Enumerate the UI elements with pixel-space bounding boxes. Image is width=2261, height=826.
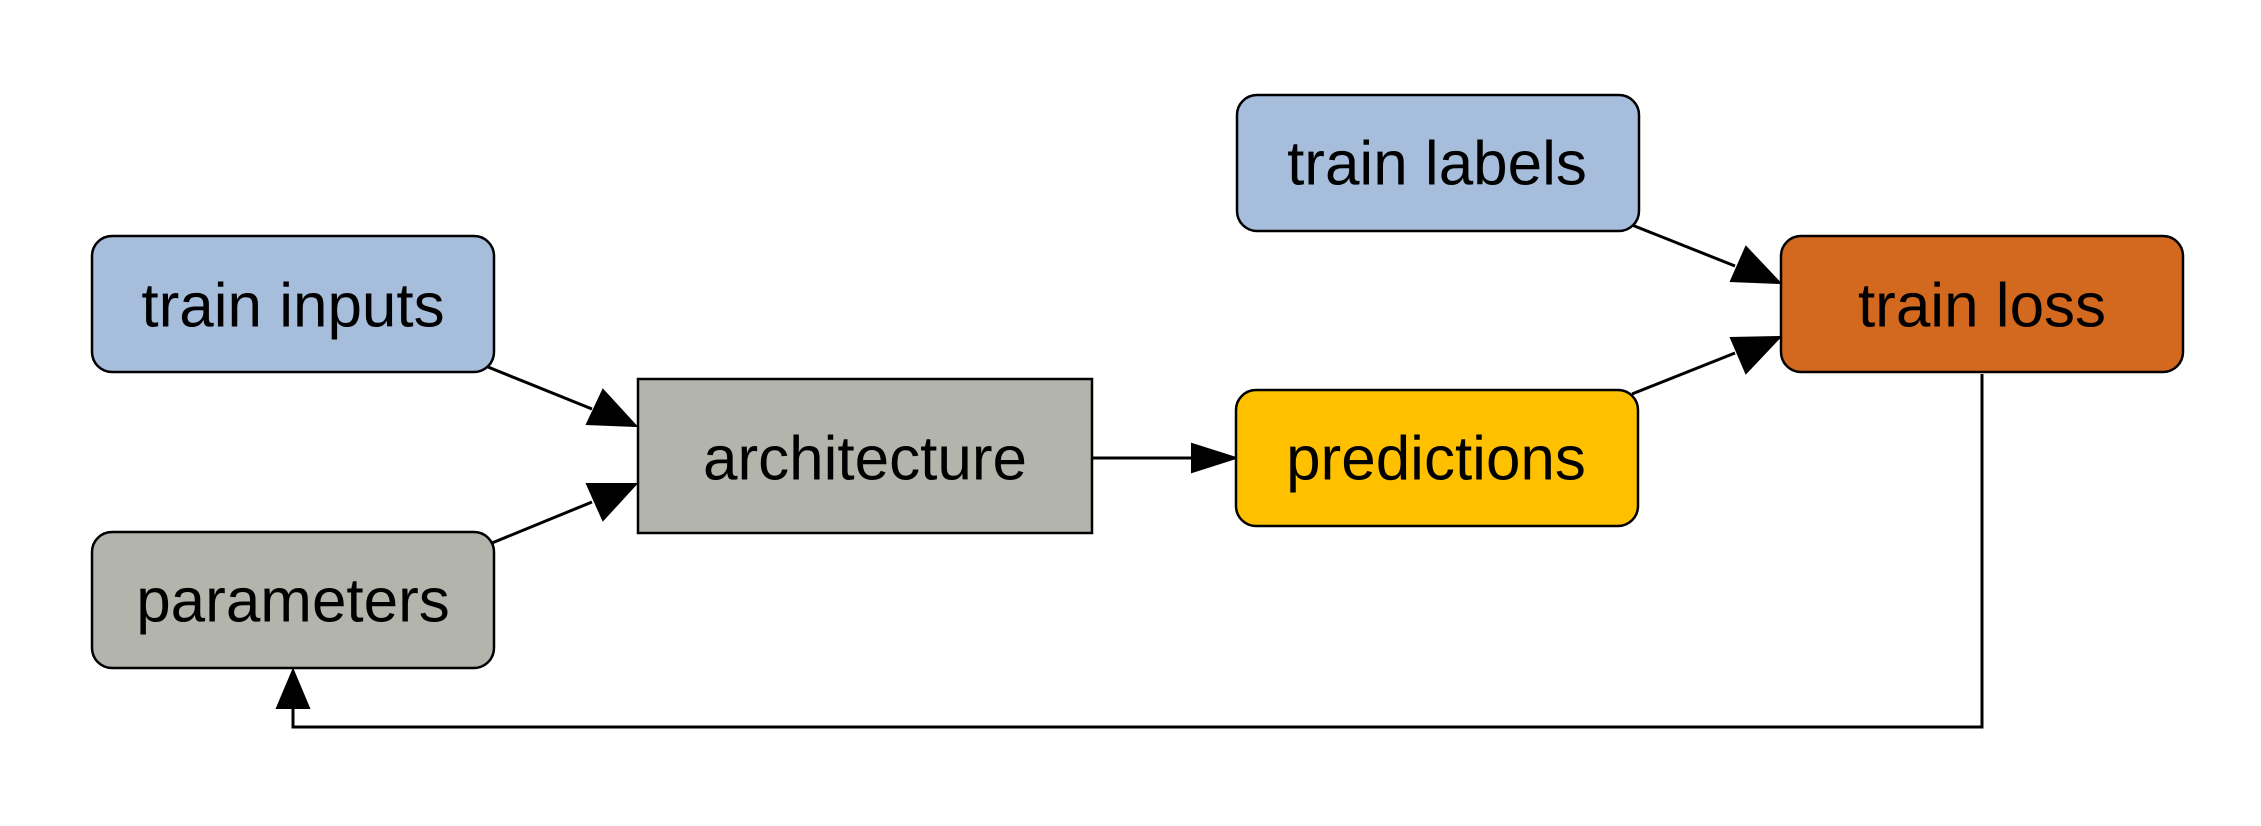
train-inputs-label: train inputs [141, 272, 444, 341]
node-predictions: predictions [1234, 388, 1640, 528]
edge-parameters-to-architecture [491, 483, 639, 545]
predictions-box [1234, 388, 1640, 528]
edge-train-labels-to-train-loss [1631, 223, 1783, 285]
edge-architecture-to-predictions [1092, 442, 1240, 474]
predictions-label: predictions [1286, 425, 1586, 494]
node-train-loss: train loss [1779, 234, 2185, 374]
edge-predictions-to-train-loss [1631, 335, 1783, 396]
train-loss-label: train loss [1858, 272, 2106, 341]
architecture-label: architecture [703, 425, 1027, 494]
train-labels-label: train labels [1287, 130, 1587, 199]
node-train-labels: train labels [1235, 93, 1641, 233]
train-labels-box [1235, 93, 1641, 233]
edge-train-inputs-to-architecture [487, 365, 639, 428]
edges [275, 223, 1984, 729]
edge-train-loss-to-parameters [275, 374, 1984, 729]
node-architecture: architecture [636, 377, 1094, 535]
parameters-label: parameters [136, 567, 450, 636]
parameters-box [90, 530, 496, 670]
train-inputs-box [90, 234, 496, 374]
node-parameters: parameters [90, 530, 496, 670]
architecture-box [636, 377, 1094, 535]
node-train-inputs: train inputs [90, 234, 496, 374]
train-loss-box [1779, 234, 2185, 374]
